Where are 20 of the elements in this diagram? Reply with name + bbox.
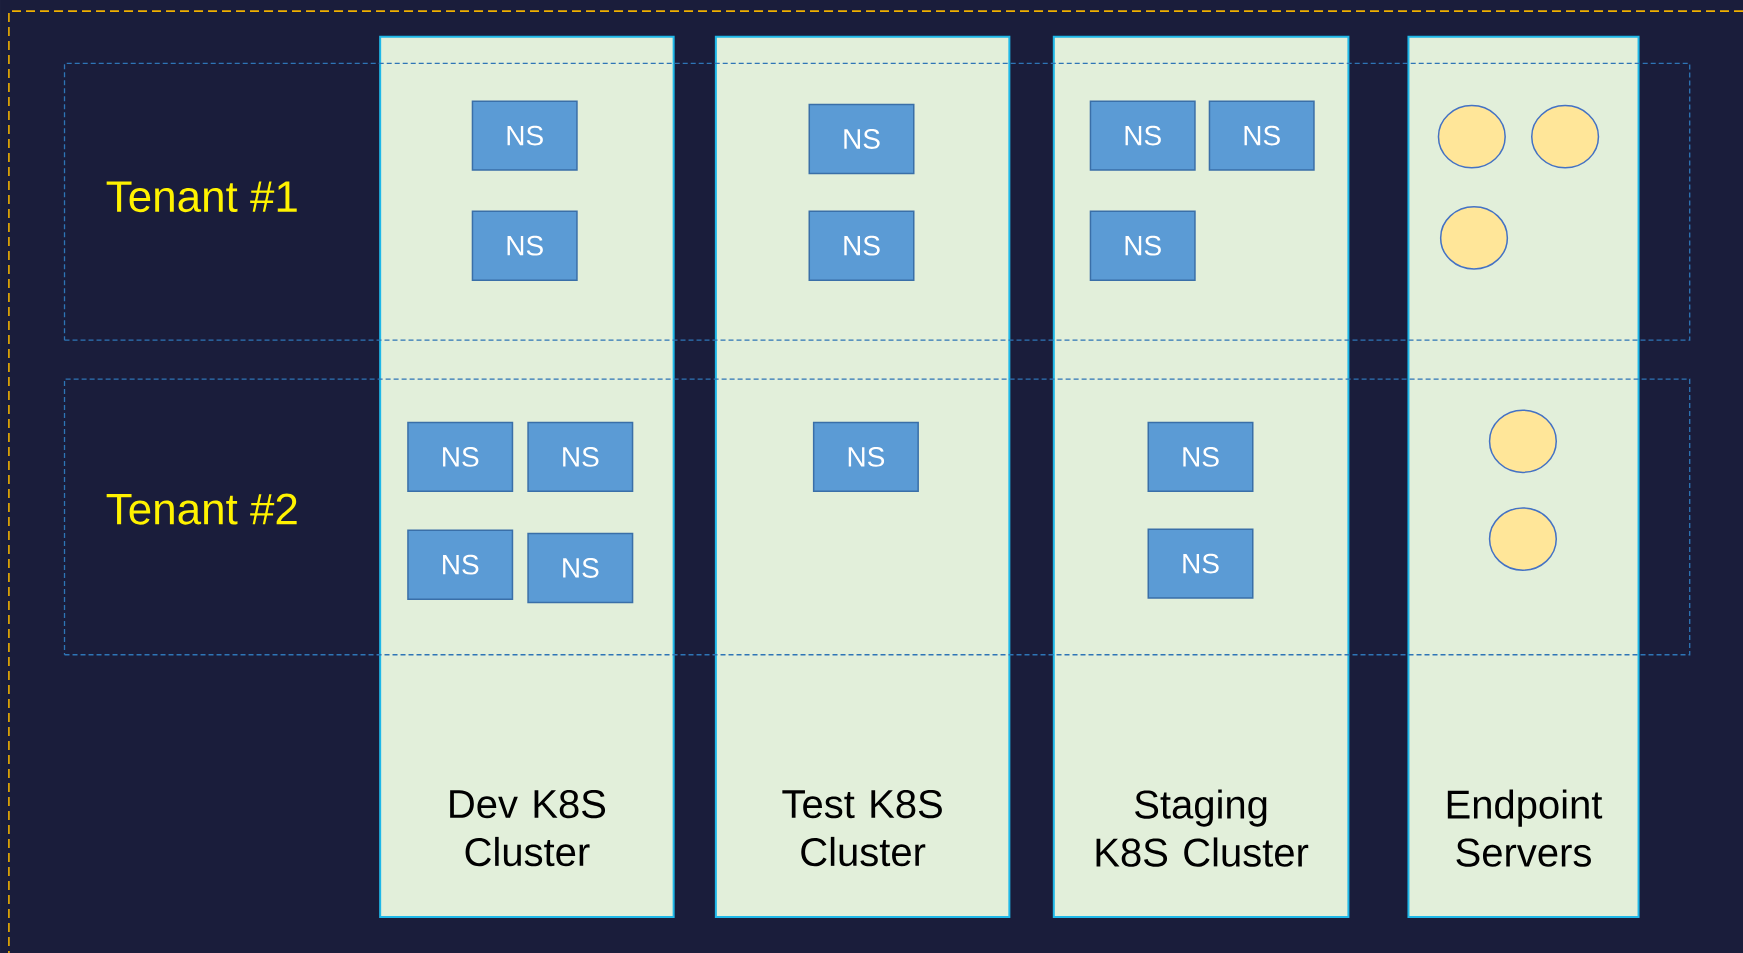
namespace-box: NS (527, 421, 634, 493)
namespace-box: NS (407, 421, 514, 493)
namespace-box: NS (471, 210, 578, 281)
namespace-box: NS (1147, 421, 1254, 493)
namespace-box: NS (1208, 100, 1315, 171)
namespace-box: NS (808, 103, 915, 175)
namespace-box: NS (407, 529, 514, 600)
namespace-box: NS (812, 421, 919, 493)
server-circle (1437, 104, 1506, 169)
namespace-box: NS (471, 100, 578, 171)
namespace-box: NS (808, 210, 915, 281)
server-circle (1488, 507, 1557, 571)
namespace-box: NS (1089, 210, 1196, 281)
namespace-box: NS (527, 532, 634, 604)
server-circle (1531, 104, 1600, 169)
cluster-column: Endpoint Servers (1407, 35, 1640, 919)
namespace-box: NS (1089, 100, 1196, 171)
namespace-box: NS (1147, 528, 1254, 599)
server-circle (1488, 409, 1557, 474)
server-circle (1439, 206, 1509, 270)
